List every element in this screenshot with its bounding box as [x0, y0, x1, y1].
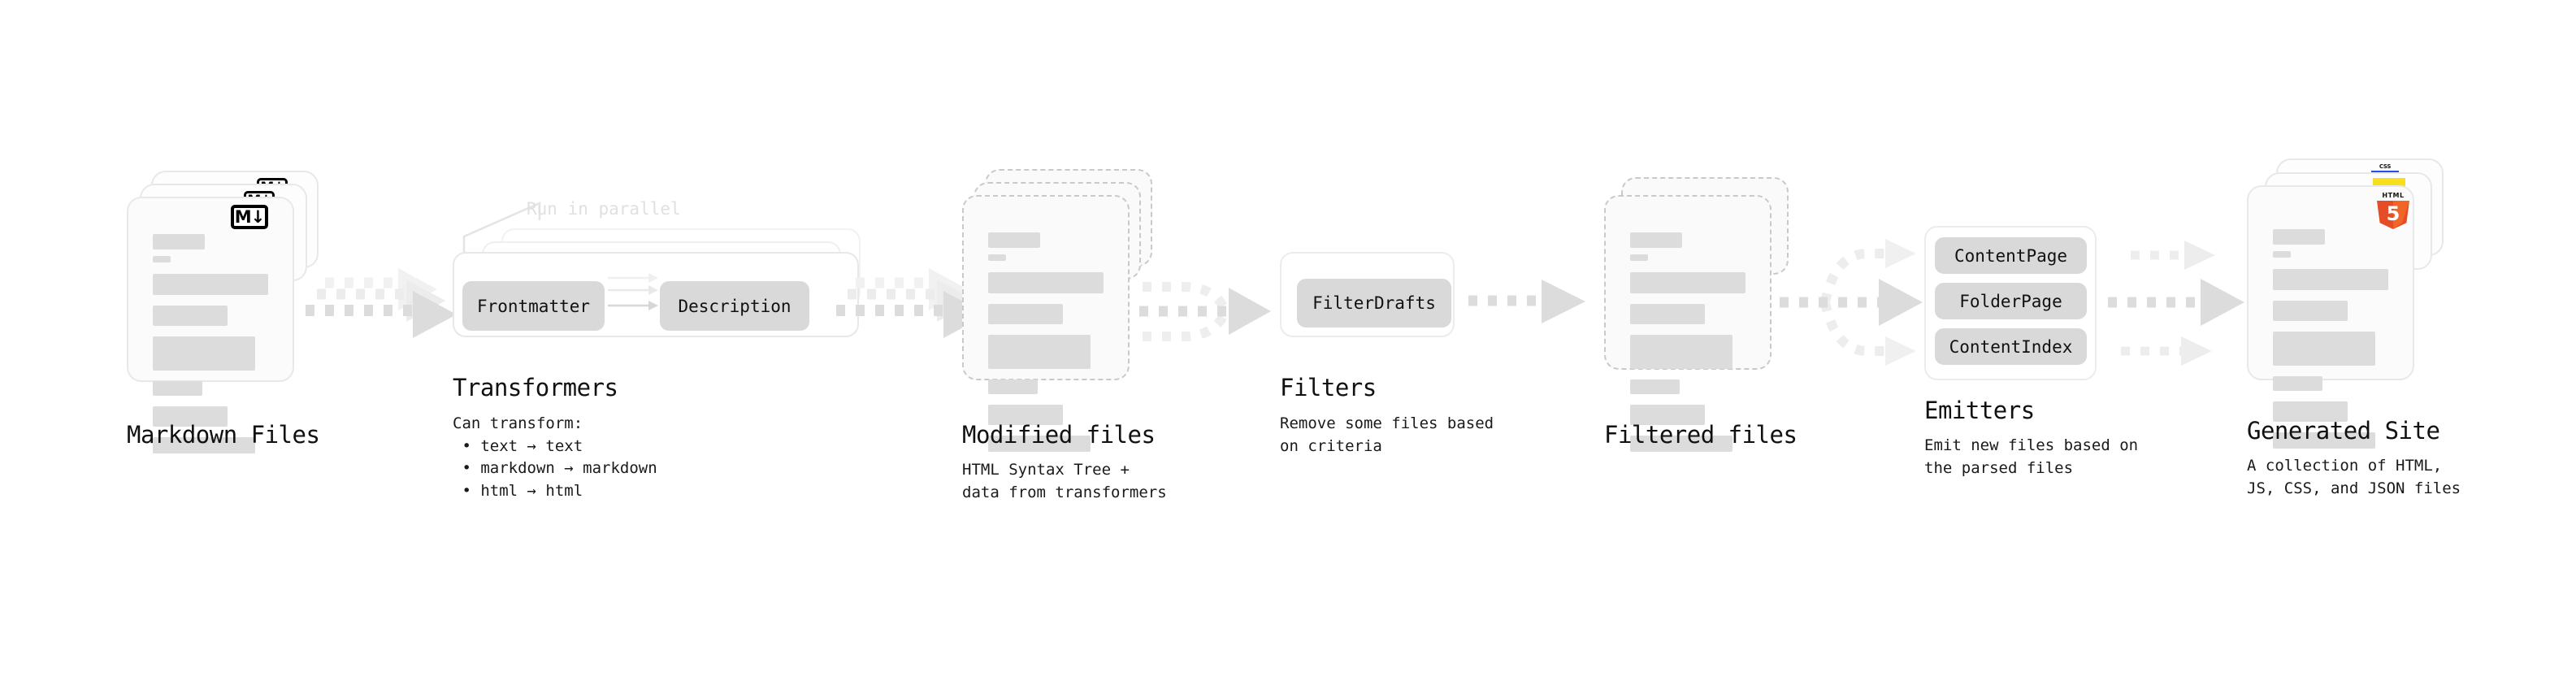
content-bar [2273, 251, 2291, 258]
run-in-parallel-label: Run in parallel [527, 199, 681, 219]
content-bar [153, 306, 228, 326]
filtered-card-bars [1630, 232, 1746, 462]
content-bar [153, 234, 205, 249]
modified-files-title: Modified files [962, 421, 1156, 449]
content-bar [988, 405, 1064, 425]
arrow-modified-to-filters-merge [1139, 282, 1271, 341]
transformer-node-description[interactable]: Description [660, 281, 809, 331]
emitter-node-folderpage[interactable]: FolderPage [1935, 283, 2087, 319]
transformers-subtitle: Can transform: • text → text • markdown … [453, 414, 657, 500]
markdown-card-bars [153, 234, 268, 464]
filters-title: Filters [1280, 374, 1377, 401]
filter-node-filterdrafts[interactable]: FilterDrafts [1297, 279, 1451, 327]
arrow-filtered-to-emitters-split [1780, 239, 1923, 366]
run-in-parallel-bracket [462, 202, 541, 255]
content-bar [988, 380, 1039, 394]
modified-card-bars [988, 232, 1104, 462]
content-bar [1630, 335, 1733, 369]
markdown-files-title: Markdown Files [127, 421, 320, 449]
content-bar [153, 406, 228, 427]
html5-badge: HTML 5 [2377, 192, 2409, 229]
content-bar [1630, 436, 1733, 452]
content-bar [153, 256, 171, 262]
content-bar [1630, 272, 1746, 293]
site-card-bars [2273, 229, 2388, 459]
modified-card-front [962, 195, 1130, 452]
modified-files-subtitle: HTML Syntax Tree + data from transformer… [962, 461, 1167, 501]
content-bar [2273, 229, 2325, 245]
content-bar [1630, 405, 1706, 425]
arrow-filters-to-filtered [1468, 280, 1585, 323]
arrow-emitters-to-site [2108, 241, 2244, 366]
html5-badge-digit: 5 [2386, 202, 2400, 225]
markdown-card-front [127, 197, 294, 453]
content-bar [153, 381, 203, 396]
content-bar [2273, 332, 2376, 366]
arrow-markdown-to-transformers [306, 268, 457, 338]
transformer-node-frontmatter[interactable]: Frontmatter [462, 281, 605, 331]
content-bar [2273, 301, 2348, 321]
content-bar [153, 274, 268, 295]
content-bar [988, 272, 1104, 293]
generated-site-title: Generated Site [2247, 417, 2440, 445]
transformers-title: Transformers [453, 374, 618, 401]
generated-site-subtitle: A collection of HTML, JS, CSS, and JSON … [2247, 457, 2461, 497]
content-bar [1630, 380, 1680, 394]
content-bar [153, 336, 256, 371]
content-bar [1630, 232, 1682, 248]
content-bar [988, 254, 1006, 261]
content-bar [988, 335, 1091, 369]
filtered-files-title: Filtered files [1604, 421, 1798, 449]
stage-generated-site: CSS HTML 5 Generated Site A collect [0, 0, 2576, 497]
content-bar [988, 436, 1091, 452]
emitters-title: Emitters [1924, 397, 2035, 424]
content-bar [988, 304, 1064, 324]
html5-badge-wordmark: HTML [2382, 192, 2405, 199]
filters-subtitle: Remove some files based on criteria [1280, 414, 1494, 455]
content-bar [2273, 432, 2376, 449]
content-bar [2273, 376, 2323, 391]
content-bar [2273, 269, 2388, 290]
emitter-node-contentpage[interactable]: ContentPage [1935, 237, 2087, 274]
content-bar [2273, 401, 2348, 422]
markdown-badge-front: M↓ [231, 205, 268, 229]
filtered-card-front [1604, 195, 1772, 452]
content-bar [988, 232, 1040, 248]
content-bar [153, 437, 256, 453]
emitters-subtitle: Emit new files based on the parsed files [1924, 436, 2139, 477]
emitter-node-contentindex[interactable]: ContentIndex [1935, 328, 2087, 365]
content-bar [1630, 304, 1706, 324]
content-bar [1630, 254, 1648, 261]
css-badge-text: CSS [2379, 163, 2392, 170]
transformers-inner-arrows [608, 273, 658, 310]
